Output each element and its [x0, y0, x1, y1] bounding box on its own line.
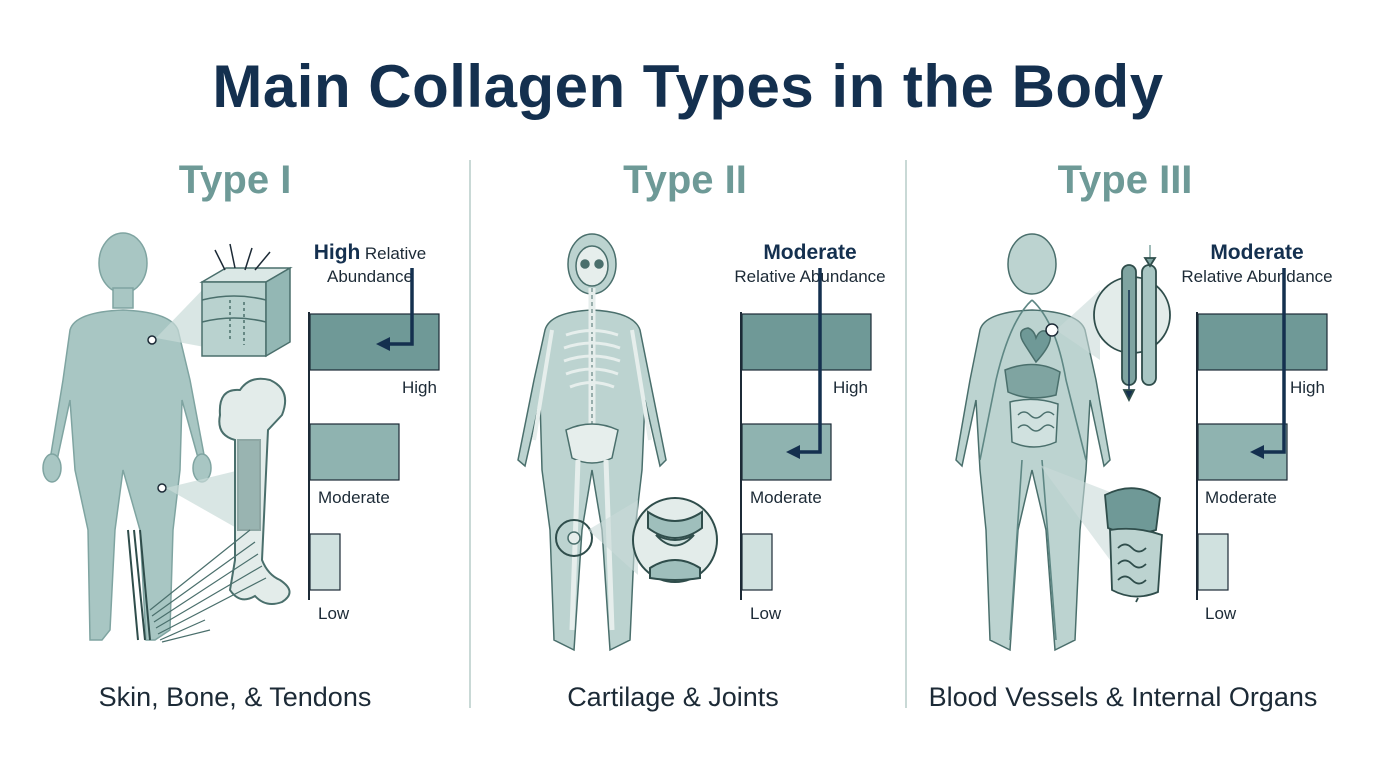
relative-label-1: Relative — [364, 244, 427, 263]
tick-label-high: High — [833, 378, 868, 397]
divider-2 — [905, 160, 907, 708]
panel-caption: Cartilage & Joints — [567, 682, 779, 712]
abundance-header: Moderate Relative Abundance — [725, 242, 895, 289]
abundance-header: High Relative Abundance — [300, 242, 440, 289]
type-3-illustration — [955, 233, 1171, 652]
divider-1 — [469, 160, 471, 708]
level-pointer — [792, 268, 822, 454]
digestive-organs-icon — [1104, 487, 1163, 603]
abundance-header: Moderate Relative Abundance — [1172, 242, 1342, 289]
panel-caption: Skin, Bone, & Tendons — [98, 682, 372, 712]
bar-high — [1197, 313, 1328, 371]
tick-label-high: High — [1290, 378, 1325, 397]
tick-label-low: Low — [750, 604, 782, 623]
body-silhouette-icon — [42, 232, 212, 641]
pointer-arrowhead — [1250, 445, 1264, 459]
femur-bone-icon — [218, 377, 291, 605]
relative-label-2: Relative Abundance — [734, 267, 886, 286]
abundance-scale — [308, 268, 440, 600]
level-pointer — [382, 268, 414, 346]
bar-moderate — [309, 423, 400, 481]
bar-high — [741, 313, 872, 371]
abundance-scale — [1196, 268, 1328, 600]
skin-cross-section-icon — [199, 243, 293, 358]
tick-label-low: Low — [318, 604, 350, 623]
panel-heading: Type I — [178, 158, 292, 202]
panel-heading: Type III — [1057, 158, 1193, 202]
tick-label-moderate: Moderate — [750, 488, 822, 507]
bar-low — [1197, 533, 1229, 591]
abundance-level: Moderate — [1210, 241, 1304, 264]
pointer-arrowhead — [786, 445, 800, 459]
relative-label-2: Abundance — [326, 267, 414, 286]
abundance-scale — [740, 268, 872, 600]
abundance-level: High — [313, 241, 361, 264]
panel-type-1: Type I — [30, 150, 480, 730]
abundance-level: Moderate — [763, 241, 857, 264]
skeleton-icon — [517, 233, 667, 652]
panel-heading: Type II — [623, 158, 747, 202]
tick-label-moderate: Moderate — [318, 488, 390, 507]
tick-label-high: High — [402, 378, 437, 397]
pointer-arrowhead — [376, 337, 390, 351]
bar-low — [309, 533, 341, 591]
tick-label-moderate: Moderate — [1205, 488, 1277, 507]
knee-joint-icon — [632, 497, 718, 583]
panel-type-2: Type II — [470, 150, 920, 730]
page-title: Main Collagen Types in the Body — [212, 53, 1164, 120]
level-pointer — [1256, 268, 1286, 454]
body-organs-icon — [955, 233, 1111, 652]
panel-caption: Blood Vessels & Internal Organs — [928, 682, 1318, 712]
type-1-illustration — [42, 232, 293, 643]
bar-low — [741, 533, 773, 591]
relative-label-2: Relative Abundance — [1181, 267, 1333, 286]
blood-vessel-icon — [1093, 245, 1171, 403]
bar-high — [309, 313, 440, 371]
type-2-illustration — [517, 233, 718, 652]
panel-type-3: Type III — [910, 150, 1360, 730]
tendon-fibers-icon — [127, 529, 267, 643]
tick-label-low: Low — [1205, 604, 1237, 623]
